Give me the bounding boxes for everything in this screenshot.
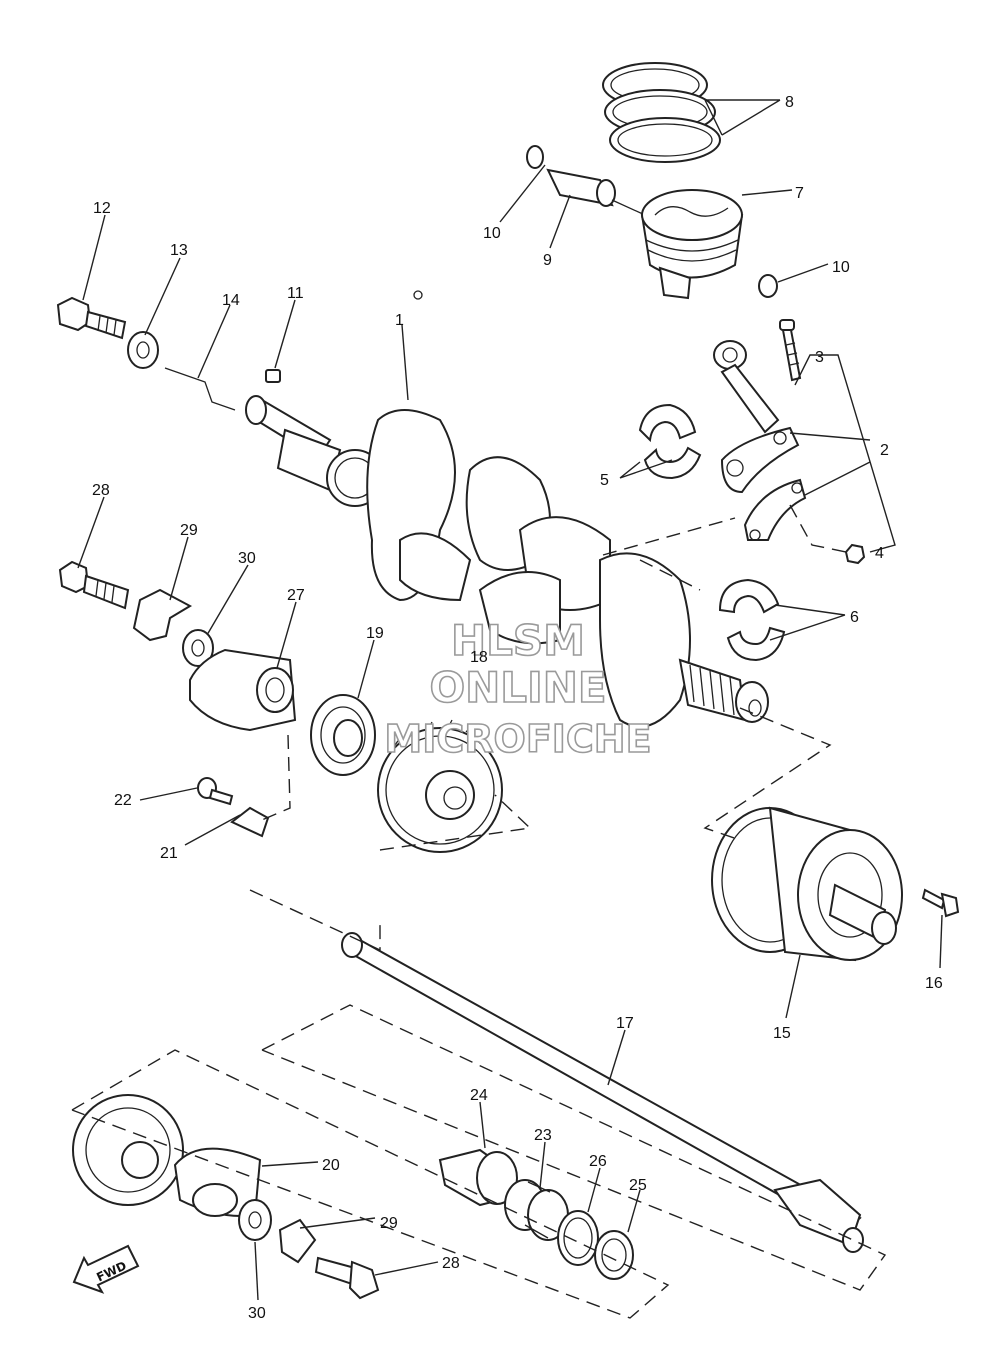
callout-28-lower: 28 [442,1255,460,1272]
ball-bearing-19 [310,694,376,776]
callout-2: 2 [880,442,889,459]
callout-23: 23 [534,1127,552,1144]
washer-upper [182,629,214,667]
balancer-drive-gear [377,719,503,853]
callout-29-lower: 29 [380,1215,398,1232]
bolt-lower [314,1256,380,1300]
watermark: HLSM ONLINE MICROFICHE [384,615,653,762]
callout-19: 19 [366,625,384,642]
callout-18: 18 [470,649,488,666]
callout-13: 13 [170,242,188,259]
callout-22: 22 [114,792,132,809]
callout-numbers: 1 2 3 4 5 6 7 8 9 10 10 11 12 13 14 15 1… [92,94,943,1322]
callout-29-upper: 29 [180,522,198,539]
callout-12: 12 [93,200,111,217]
bolt-16 [921,888,960,918]
piston-rings [602,62,721,163]
lock-plate [164,367,236,411]
needle-bearing-23 [504,1179,569,1241]
lock-plate-lower [278,1218,317,1264]
watermark-line2: ONLINE [429,663,606,712]
connecting-rod [713,340,800,494]
callout-24: 24 [470,1087,488,1104]
callout-11: 11 [287,285,304,302]
watermark-line3: MICROFICHE [384,717,651,761]
callout-3: 3 [815,349,824,366]
circlip-26 [557,1210,599,1266]
callout-16: 16 [925,975,943,992]
balancer-weight [189,648,297,732]
crank-bolt [56,296,127,340]
conrod-bolt [779,319,802,382]
woodruff-key [265,369,281,383]
lock-plate-upper [132,588,193,642]
washer-lower [238,1199,272,1241]
rod-cap [743,478,807,541]
collar-24 [438,1148,522,1207]
piston [640,189,744,300]
cap-nut [844,543,866,565]
callout-14: 14 [222,292,240,309]
callout-17: 17 [616,1015,634,1032]
callout-10-right: 10 [832,259,850,276]
balancer-shaft [341,932,864,1253]
balancer-gear [72,1094,184,1206]
callout-5: 5 [600,472,609,489]
circlip-bottom [758,274,778,298]
crankshaft [245,290,769,728]
callout-21: 21 [160,845,178,862]
circlip-top [526,145,544,169]
balancer-weight-lower [173,1147,262,1217]
retainer-21 [230,806,270,838]
crank-washer [127,331,159,369]
callout-6: 6 [850,609,859,626]
callout-27: 27 [287,587,305,604]
callout-1: 1 [395,312,404,329]
bolt-upper [58,560,130,610]
big-end-bearings [638,403,702,480]
main-bearings [718,578,786,662]
callout-20: 20 [322,1157,340,1174]
piston-pin [546,168,646,216]
callout-8: 8 [785,94,794,111]
callout-28-upper: 28 [92,482,110,499]
callout-15: 15 [773,1025,791,1042]
callout-4: 4 [875,545,884,562]
assembly-dash-lines [71,504,887,1319]
circlip-25 [594,1230,634,1280]
leader-lines [77,99,943,1301]
callout-10-top: 10 [483,225,501,242]
callout-9: 9 [543,252,552,269]
callout-26: 26 [589,1153,607,1170]
crank-bearing-assembly [711,806,903,962]
watermark-line1: HLSM [451,616,585,665]
fwd-arrow-icon: FWD [72,1244,140,1294]
callout-30-lower: 30 [248,1305,266,1322]
callout-30-upper: 30 [238,550,256,567]
callout-7: 7 [795,185,804,202]
callout-25: 25 [629,1177,647,1194]
screw-22 [197,777,234,806]
